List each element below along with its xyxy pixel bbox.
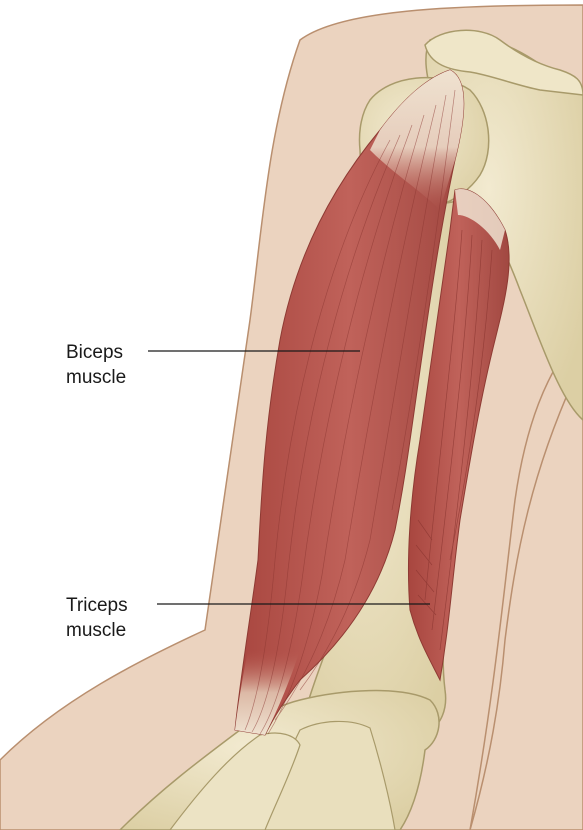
triceps-label-line1: Triceps xyxy=(66,593,128,618)
biceps-label: Biceps muscle xyxy=(66,340,126,390)
biceps-label-line1: Biceps xyxy=(66,340,126,365)
triceps-label: Triceps muscle xyxy=(66,593,128,643)
biceps-label-line2: muscle xyxy=(66,365,126,390)
triceps-label-line2: muscle xyxy=(66,618,128,643)
